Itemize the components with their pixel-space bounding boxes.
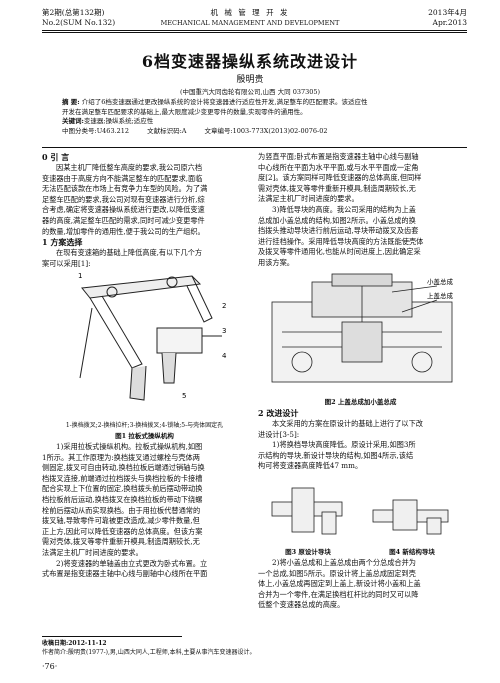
left-column: 0 引 言 因某主机厂降低整车高度的要求,我公司原六档 变速器由于高度方向不能满… [42, 152, 247, 269]
right-tail-line: 2)将小盖总成和上盖总成由两个分总成合并为 [272, 558, 416, 567]
journal-name: 机 械 管 理 开 发 [210, 8, 290, 17]
fig2-label-bottom: 上盖总成 [427, 291, 454, 300]
left-tail-line: 1)采用拉板式操纵机构。拉板式操纵机构,如图 [56, 442, 203, 451]
left-tail-line: 配合实现上下位置的固定,换档拨头前后摆动带动换 [42, 484, 203, 494]
right-top-line: 3)降低导块的高度。我公司采用的结构为上盖 [272, 204, 416, 214]
figure-1-drawing: 1 2 3 4 5 [78, 272, 227, 401]
left-tail-line: 档拨叉连接,前端通过拉档拨头与换档拉板的卡接槽 [42, 473, 203, 483]
left-tail-line: 1所示。其工作原理为:换档拨叉通过螺栓与壳体两 [42, 452, 200, 462]
fig1-label-2: 2 [222, 302, 226, 310]
figure-2-caption: 图2 上盖总成加小盖总成 [324, 398, 397, 406]
fig1-label-4: 4 [222, 352, 227, 360]
author-affiliation: (中国重汽大同齿轮有限公司,山西 大同 037305) [179, 88, 321, 96]
header-rule [42, 30, 467, 31]
abstract-block: 摘 要: 介绍了6档变速器通过更改操纵系统的设计将变速器进行适应性开发,满足整车… [62, 98, 442, 136]
fig1-label-5: 5 [182, 392, 186, 400]
keywords: 变速器;操纵系统;适应性 [83, 117, 154, 125]
left-tail-line: 正上方,因此可以降低变速器的总体高度。但该方案 [42, 526, 203, 536]
right-top-line: 度[2]。该方案同样可降低变速器的总体高度,但同样 [258, 173, 422, 183]
right-top-line: 为竖直平面;卧式布置是指变速器主轴中心线与副轴 [258, 152, 419, 161]
left-tail-text: 1)采用拉板式操纵机构。拉板式操纵机构,如图 1所示。其工作原理为:换档拨叉通过… [42, 442, 247, 580]
left-tail-line: 需对壳体,拨叉等零件重新开模具,制造周期较长,无 [42, 537, 200, 547]
right-top-line: 中心线所在平面为水平平面,或与水平平面成一定角 [258, 162, 419, 172]
sec0-line: 合考虑,确定将变速器操纵系统进行更改,以降低变速 [42, 205, 205, 215]
section-2-title: 2 改进设计 [258, 408, 299, 418]
sec0-line: 器的高度,满足整车匹配的需求,同时可减少变更零件 [42, 215, 205, 225]
section-1-body: 在现有变速箱的基础上降低高度,有以下几个方 案可以采用[1]: [42, 248, 247, 269]
sec2-line: 构可将变速器高度降低47 mm。 [258, 461, 363, 471]
section-0-body: 因某主机厂降低整车高度的要求,我公司原六档 变速器由于高度方向不能满足整车的匹配… [42, 163, 247, 237]
page-number: ·76· [42, 662, 58, 671]
abstract-rule [42, 147, 467, 148]
date-en-text: Apr.2013 [432, 18, 467, 27]
right-top-line: 总成加小盖总成的结构,如图2所示。小盖总成的换 [258, 215, 416, 225]
sec0-line: 因某主机厂降低整车高度的要求,我公司原六档 [56, 163, 203, 172]
author-info: 作者简介:殷明贵(1977-),男,山西大同人,工程师,本科,主要从事汽车变速器… [42, 648, 256, 656]
right-top-line: 需对壳体,拨叉等零件重新开模具,制造周期较长,无 [258, 183, 416, 193]
date-text: 2013年4月 [428, 8, 467, 17]
article-title: 6档变速器操纵系统改进设计 [141, 52, 359, 71]
sec0-line: 足整车匹配的要求,我公司对现有变速器进行分析,综 [42, 194, 205, 204]
header-journal: 机 械 管 理 开 发 MECHANICAL MANAGEMENT AND DE… [150, 8, 350, 28]
sec2-line: 进设计[3-5]: [258, 429, 300, 439]
sec2-line: 1)将换档导块高度降低。原设计采用,如图3所 [272, 440, 416, 450]
sec0-line: 的数量,增加零件的通用性,便于我公司的生产组织。 [42, 226, 205, 236]
sec1-line: 案可以采用[1]: [42, 258, 91, 268]
article-number: 文章编号:1003-773X(2013)02-0076-02 [204, 126, 328, 135]
header-rule-2 [42, 32, 467, 33]
sec2-line: 示结构的导块,新设计导块的结构,如图4所示,该结 [258, 450, 414, 460]
abstract-line-2: 开发在满足整车匹配要求的基础上,最大限度减少变更零件的数量,实现零件的通用性。 [62, 107, 307, 116]
left-tail-line: 式布置是指变速器主轴中心线与副轴中心线所在平面 [42, 569, 208, 579]
left-tail-line: 栓前后摆动从而实现换档。由于用拉板代替通常的 [42, 505, 201, 515]
footnote: 收稿日期:2012-11-12 作者简介:殷明贵(1977-),男,山西大同人,… [42, 640, 467, 657]
right-tail-line: 体上,小盖总成再固定到上盖上,新设计将小盖和上盖 [258, 579, 421, 589]
keywords-label: 关键词: [62, 117, 84, 125]
left-tail-line: 2)将变速器的单轴盖由立式更改为卧式布置。立 [56, 558, 208, 568]
right-tail-line: 一个总成,如图5所示。原设计将上盖总成固定到壳 [258, 568, 416, 578]
section-2-body: 本文采用的方案在原设计的基础上进行了以下改 进设计[3-5]: 1)将换档导块高… [258, 419, 463, 472]
abstract-label: 摘 要: [62, 98, 80, 106]
figure-3-drawing [271, 487, 343, 535]
right-top-text: 为竖直平面;卧式布置是指变速器主轴中心线与副轴 中心线所在平面为水平平面,或与水… [258, 152, 463, 269]
issue-text: 第2期(总第132期) [42, 8, 105, 17]
section-1-title: 1 方案选择 [42, 237, 83, 248]
sec0-line: 无法匹配该款在市场上有竞争力车型的风险。为了满 [42, 184, 208, 194]
doc-code: 文献标识码:A [147, 126, 187, 135]
right-top-line: 用该方案。 [258, 257, 294, 267]
figure-1-caption: 图1 拉板式操纵机构 [115, 432, 174, 440]
section-0-title: 0 引 言 [42, 152, 70, 162]
right-top-line: 进行挂档操作。采用降低导块高度的方法既能使壳体 [258, 236, 424, 246]
figure-4-drawing [372, 499, 449, 535]
classification: 中图分类号:U463.212 [62, 126, 130, 135]
figure-4-caption: 图4 新结构导块 [389, 548, 435, 556]
header-issue: 第2期(总第132期) No.2(SUM No.132) [42, 8, 115, 28]
left-tail-line: 档拉板前后运动,换档拨叉在换档拉板的带动下绕螺 [42, 494, 203, 504]
sec1-line: 在现有变速箱的基础上降低高度,有以下几个方 [56, 248, 203, 258]
sec2-line: 本文采用的方案在原设计的基础上进行了以下改 [272, 419, 423, 428]
right-top-line: 法满足主机厂时间进度的要求。 [258, 194, 359, 204]
article-author: 殷明贵 [236, 75, 264, 85]
footnote-rule [42, 636, 182, 637]
right-tail-line: 低整个变速器总成的高度。 [258, 600, 345, 610]
header-date: 2013年4月 Apr.2013 [428, 8, 467, 28]
abstract-line-1: 介绍了6档变速器通过更改操纵系统的设计将变速器进行适应性开发,满足整车的匹配要求… [81, 98, 368, 106]
left-tail-line: 拨叉轴,导致零件可靠被更改造成,减少零件数量,但 [42, 516, 200, 526]
figure-3-caption: 图3 原设计导块 [285, 548, 331, 556]
left-tail-line: 侧固定,拨叉可自由转动,换档拉板后端通过销轴与换 [42, 463, 205, 473]
figure-2-drawing: 小盖总成 上盖总成 [271, 273, 454, 383]
issue-en-text: No.2(SUM No.132) [42, 18, 116, 27]
section-2: 2 改进设计 本文采用的方案在原设计的基础上进行了以下改 进设计[3-5]: 1… [258, 408, 463, 472]
right-top-line: 及拨叉等零件通用化,也能从时间进度上,因此确定采 [258, 247, 421, 257]
right-top-line: 挡拨头推动导块进行前后运动,导块带动拨叉及齿套 [258, 226, 419, 236]
right-tail-text: 2)将小盖总成和上盖总成由两个分总成合并为 一个总成,如图5所示。原设计将上盖总… [258, 558, 463, 611]
right-tail-line: 合并为一个零件,在满足换档杠杆比的同时又可以降 [258, 589, 419, 599]
fig2-label-top: 小盖总成 [427, 277, 454, 286]
fig1-label-3: 3 [222, 327, 226, 335]
fig1-label-1: 1 [78, 272, 82, 280]
figure-1-legend: 1-换档拨叉;2-换档拉杆;3-换档拨叉;4-锁轴;5-与壳体固定孔 [65, 422, 224, 429]
received-date: 收稿日期:2012-11-12 [42, 640, 107, 647]
sec0-line: 变速器由于高度方向不能满足整车的匹配要求,面临 [42, 173, 203, 183]
left-tail-line: 法满足主机厂时间进度的要求。 [42, 547, 143, 557]
journal-name-en: MECHANICAL MANAGEMENT AND DEVELOPMENT [160, 19, 340, 27]
